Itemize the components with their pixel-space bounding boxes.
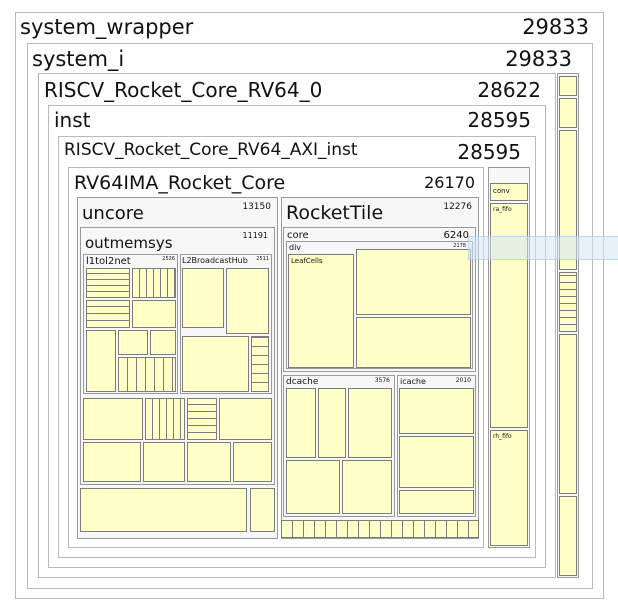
- cell-ic-a[interactable]: [399, 388, 474, 434]
- cell-om-c[interactable]: [187, 398, 217, 440]
- label-rv64ima: RV64IMA_Rocket_Core: [74, 172, 286, 194]
- cell-om-e[interactable]: [83, 442, 141, 482]
- cell-l2-c[interactable]: [182, 336, 249, 392]
- label-div: div: [289, 243, 302, 252]
- cell-div-bottom[interactable]: [356, 317, 471, 368]
- watermark-overlay: [468, 236, 618, 260]
- cell-div-big[interactable]: [356, 249, 471, 315]
- label-axi-inst: RISCV_Rocket_Core_RV64_AXI_inst: [64, 140, 358, 160]
- value-rv64ima: 26170: [424, 173, 475, 192]
- label-ra-fifo: ra_fifo: [493, 206, 512, 213]
- cell-l2-a[interactable]: [182, 268, 224, 328]
- cell-ic-b[interactable]: [399, 436, 474, 488]
- label-icache: icache: [400, 377, 426, 386]
- cell-l1-b[interactable]: [132, 268, 176, 298]
- cell-conv[interactable]: conv: [490, 183, 528, 201]
- label-rockettile: RocketTile: [286, 202, 384, 224]
- cell-uncore-side[interactable]: [250, 488, 275, 532]
- cell-l1-e[interactable]: [86, 330, 116, 392]
- cell-dc-a[interactable]: [286, 388, 316, 458]
- cell-om-d[interactable]: [219, 398, 272, 440]
- cell-l1-h[interactable]: [118, 357, 176, 392]
- cell-l1-g[interactable]: [150, 330, 176, 355]
- label-div-leafcells: LeafCells: [291, 257, 323, 265]
- value-outmemsys: 11191: [242, 231, 268, 240]
- value-rockettile: 12276: [443, 202, 472, 212]
- cell-side-d[interactable]: [559, 272, 577, 332]
- value-axi-inst: 28595: [457, 140, 521, 164]
- value-inst: 28595: [467, 108, 531, 132]
- cell-uncore-leaf[interactable]: [80, 488, 247, 532]
- cell-l1-c[interactable]: [86, 300, 130, 328]
- cell-dc-b[interactable]: [318, 388, 346, 458]
- value-l2broadcasthub: 2511: [256, 256, 269, 262]
- cell-l1-a[interactable]: [86, 268, 130, 298]
- cell-l2-d[interactable]: [251, 336, 269, 392]
- cell-rh-fifo[interactable]: rh_fifo: [490, 430, 528, 546]
- label-uncore: uncore: [82, 203, 144, 224]
- cell-dc-e[interactable]: [342, 460, 392, 514]
- cell-div-leafcells[interactable]: LeafCells: [288, 254, 354, 368]
- value-system-wrapper: 29833: [522, 15, 589, 39]
- label-conv: conv: [493, 187, 510, 195]
- label-core: core: [287, 230, 309, 241]
- value-rocket-core-0: 28622: [477, 78, 541, 102]
- cell-ic-c[interactable]: [399, 490, 474, 514]
- label-system-i: system_i: [32, 47, 125, 71]
- value-core: 6240: [443, 230, 469, 241]
- cell-side-c[interactable]: [559, 130, 577, 270]
- cell-l1-f[interactable]: [118, 330, 148, 355]
- cell-rt-strip[interactable]: [281, 520, 479, 538]
- cell-om-b[interactable]: [145, 398, 185, 440]
- label-system-wrapper: system_wrapper: [20, 15, 194, 39]
- cell-om-h[interactable]: [233, 442, 272, 482]
- label-l1tol2net: l1tol2net: [86, 256, 131, 267]
- cell-side-f[interactable]: [559, 496, 577, 576]
- cell-om-g[interactable]: [187, 442, 231, 482]
- cell-l2-b[interactable]: [226, 268, 269, 334]
- cell-dc-c[interactable]: [348, 388, 392, 458]
- value-div: 2178: [453, 243, 466, 249]
- value-icache: 2010: [455, 377, 471, 384]
- label-dcache: dcache: [286, 377, 319, 387]
- cell-om-a[interactable]: [83, 398, 143, 440]
- cell-l1-d[interactable]: [132, 300, 176, 328]
- cell-dc-d[interactable]: [286, 460, 340, 514]
- value-l1tol2net: 2526: [162, 256, 175, 262]
- label-inst: inst: [54, 108, 91, 132]
- cell-om-f[interactable]: [143, 442, 185, 482]
- label-rocket-core-0: RISCV_Rocket_Core_RV64_0: [44, 78, 323, 102]
- cell-side-b[interactable]: [559, 98, 577, 128]
- label-l2broadcasthub: L2BroadcastHub: [182, 256, 248, 265]
- value-dcache: 3576: [374, 377, 390, 384]
- value-uncore: 13150: [242, 202, 271, 212]
- value-system-i: 29833: [505, 47, 572, 71]
- cell-side-a[interactable]: [559, 76, 577, 96]
- label-rh-fifo: rh_fifo: [493, 433, 512, 440]
- label-outmemsys: outmemsys: [85, 234, 173, 252]
- cell-side-e[interactable]: [559, 334, 577, 494]
